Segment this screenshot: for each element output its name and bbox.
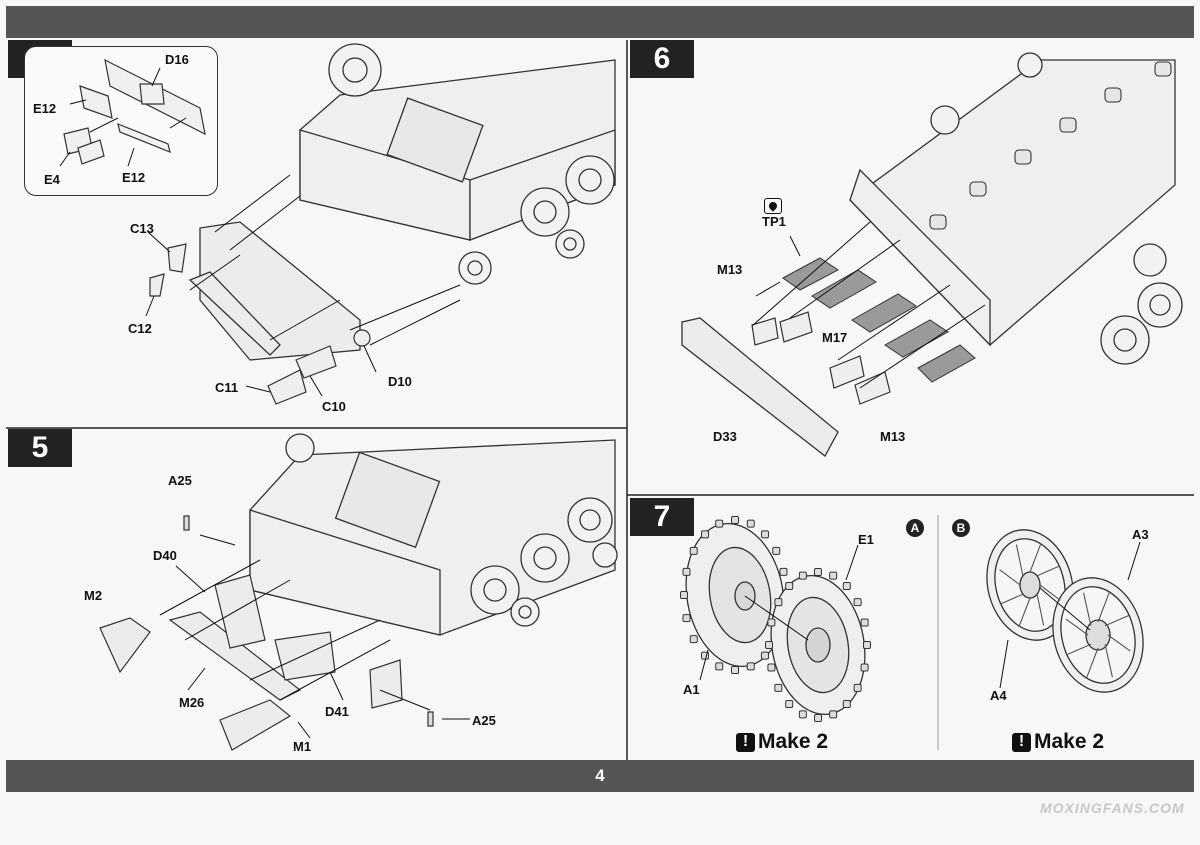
sprocket-tooth: [798, 710, 807, 719]
sprocket-tooth: [746, 662, 755, 671]
sprocket-tooth: [760, 651, 769, 660]
step-6-drawing: [681, 52, 1183, 457]
wheel-spoke: [1036, 565, 1060, 577]
sprocket-tooth: [785, 700, 794, 709]
step-7-drawing: [680, 516, 1144, 722]
sprocket-tooth: [774, 598, 783, 607]
sprocket-tooth: [853, 683, 862, 692]
part-label-c11: C11: [215, 380, 239, 395]
wheel-spoke: [1029, 542, 1042, 573]
top-bar: [6, 6, 1194, 38]
sprocket-tooth: [785, 581, 794, 590]
make-2-note-a-text: Make 2: [758, 730, 829, 753]
step-4-drawing: [59, 43, 616, 405]
part-label-m2: M2: [84, 588, 103, 603]
sprocket-tooth: [853, 598, 862, 607]
sprocket-tooth: [689, 546, 698, 555]
step-6-number: 6: [630, 40, 694, 78]
watermark: MOXINGFANS.COM: [1040, 800, 1185, 816]
sprocket-tooth: [715, 662, 724, 671]
sub-step-b-marker: B: [952, 519, 970, 537]
part-label-c13: C13: [130, 221, 154, 236]
wheel-spoke: [1104, 644, 1113, 678]
sprocket-tooth: [760, 530, 769, 539]
wheel-spoke: [1107, 634, 1131, 652]
exclamation-icon: !: [736, 732, 755, 752]
sprocket-tooth: [765, 641, 773, 649]
sprocket-tooth: [829, 710, 838, 719]
sub-step-a-marker: A: [906, 519, 924, 537]
wheel-spoke: [1000, 593, 1024, 605]
wheel-spoke: [1015, 544, 1024, 576]
sprocket-tooth: [731, 666, 739, 674]
part-label-e12-lower: E12: [122, 170, 146, 185]
part-label-a1: A1: [683, 682, 700, 697]
part-label-m26: M26: [179, 695, 205, 710]
sprocket-tooth: [682, 567, 691, 576]
sprocket-tooth: [731, 516, 739, 524]
make-2-note-b-text: Make 2: [1034, 730, 1105, 753]
part-label-a3: A3: [1132, 527, 1149, 542]
part-label-e12-upper: E12: [33, 101, 57, 116]
wheel-spoke: [999, 569, 1021, 586]
wheel-spoke: [1065, 618, 1089, 636]
wheel-spoke: [1036, 594, 1045, 626]
wheel-spoke: [1097, 591, 1111, 623]
part-label-m13-lower: M13: [880, 429, 906, 444]
sprocket-tooth: [767, 618, 776, 627]
sprocket-tooth: [746, 519, 755, 528]
bottom-bar: 4: [6, 760, 1194, 792]
page-number: 4: [595, 766, 605, 785]
make-2-note-b: ! Make 2: [1012, 730, 1104, 754]
wheel-spoke: [1039, 584, 1061, 601]
step-5-number: 5: [8, 429, 72, 467]
part-label-e1: E1: [858, 532, 874, 547]
part-label-d10: D10: [388, 374, 412, 389]
sprocket-tooth: [814, 568, 822, 576]
part-label-d16: D16: [165, 52, 189, 67]
sprocket-tooth: [860, 618, 869, 627]
part-label-a25-upper: A25: [168, 473, 192, 488]
sprocket-tooth: [680, 591, 688, 599]
step-7-number: 7: [630, 498, 694, 536]
wheel-spoke: [1018, 597, 1031, 628]
sprocket-tooth: [842, 700, 851, 709]
sprocket-tooth: [863, 641, 871, 649]
wheel-spoke: [1066, 643, 1092, 656]
wheel-spoke: [1085, 647, 1099, 679]
make-2-note-a: ! Make 2: [736, 730, 828, 754]
part-label-e4: E4: [44, 172, 60, 187]
part-label-a25-lower: A25: [472, 713, 496, 728]
sprocket-tooth: [860, 663, 869, 672]
wheel-spoke: [1083, 592, 1092, 626]
sprocket-tooth: [842, 581, 851, 590]
sprocket-tooth: [779, 567, 788, 576]
part-label-d41: D41: [325, 704, 349, 719]
step-5-drawing: [99, 433, 618, 751]
sprocket-tooth: [774, 683, 783, 692]
part-label-d33: D33: [713, 429, 737, 444]
exclamation-icon: !: [1012, 732, 1031, 752]
sprocket-tooth: [701, 530, 710, 539]
part-label-d40: D40: [153, 548, 177, 563]
part-label-a4: A4: [990, 688, 1007, 703]
part-label-m1: M1: [293, 739, 312, 754]
sprocket-tooth: [715, 519, 724, 528]
sprocket-tooth: [814, 714, 822, 722]
part-label-m17: M17: [822, 330, 848, 345]
sprocket-tooth: [767, 663, 776, 672]
part-label-c10: C10: [322, 399, 346, 414]
part-label-m13-upper: M13: [717, 262, 743, 277]
sprocket-tooth: [682, 614, 691, 623]
part-label-c12: C12: [128, 321, 152, 336]
part-label-tp1: TP1: [762, 214, 786, 229]
wheel-spoke: [1104, 614, 1130, 627]
thin-glue-icon: [764, 198, 782, 214]
sprocket-tooth: [772, 546, 781, 555]
sprocket-tooth: [689, 635, 698, 644]
sprocket-tooth: [829, 571, 838, 580]
sprocket-tooth: [798, 571, 807, 580]
